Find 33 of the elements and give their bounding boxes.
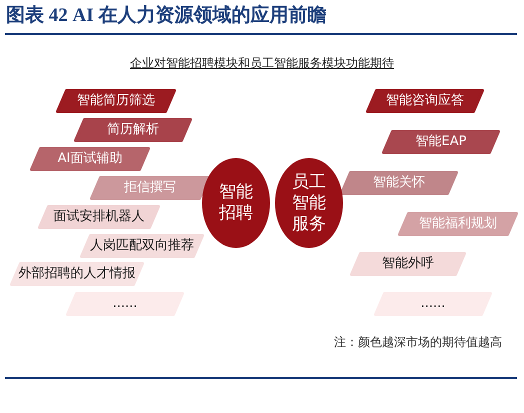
- module-circle: [202, 158, 270, 248]
- feature-label: AI面试辅助: [58, 151, 122, 167]
- feature-label: 智能咨询应答: [386, 93, 464, 109]
- feature-band: [80, 234, 204, 258]
- module-circle: [275, 158, 343, 248]
- feature-label: 简历解析: [107, 122, 159, 138]
- feature-label: 智能外呼: [382, 256, 434, 272]
- footnote: 注：颜色越深市场的期待值越高: [334, 335, 502, 350]
- feature-band: [90, 176, 210, 200]
- feature-label: ......: [112, 296, 138, 312]
- feature-band: [350, 252, 466, 276]
- feature-label: 智能EAP: [416, 134, 466, 150]
- feature-band: [382, 130, 500, 154]
- feature-band: [38, 205, 160, 229]
- feature-band: [366, 89, 484, 113]
- subtitle: 企业对智能招聘模块和员工智能服务模块功能期待: [130, 56, 394, 71]
- feature-label: 外部招聘的人才情报: [18, 266, 136, 282]
- feature-label: 面试安排机器人: [54, 209, 144, 225]
- feature-band: [74, 118, 192, 142]
- feature-label: 人岗匹配双向推荐: [90, 238, 194, 254]
- feature-label: 拒信撰写: [124, 180, 176, 196]
- feature-label: 智能简历筛选: [77, 93, 155, 109]
- feature-band: [10, 262, 144, 286]
- feature-band: [30, 147, 150, 171]
- feature-label: 智能福利规划: [419, 216, 497, 232]
- module-title: 智能招聘: [219, 182, 253, 224]
- module-title: 员工智能服务: [292, 172, 326, 234]
- chart-title: 图表 42 AI 在人力资源领域的应用前瞻: [6, 4, 326, 28]
- feature-band: [398, 212, 518, 236]
- feature-band: [56, 89, 176, 113]
- feature-label: ......: [420, 296, 446, 312]
- feature-band: [340, 171, 458, 195]
- feature-label: 智能关怀: [373, 175, 425, 191]
